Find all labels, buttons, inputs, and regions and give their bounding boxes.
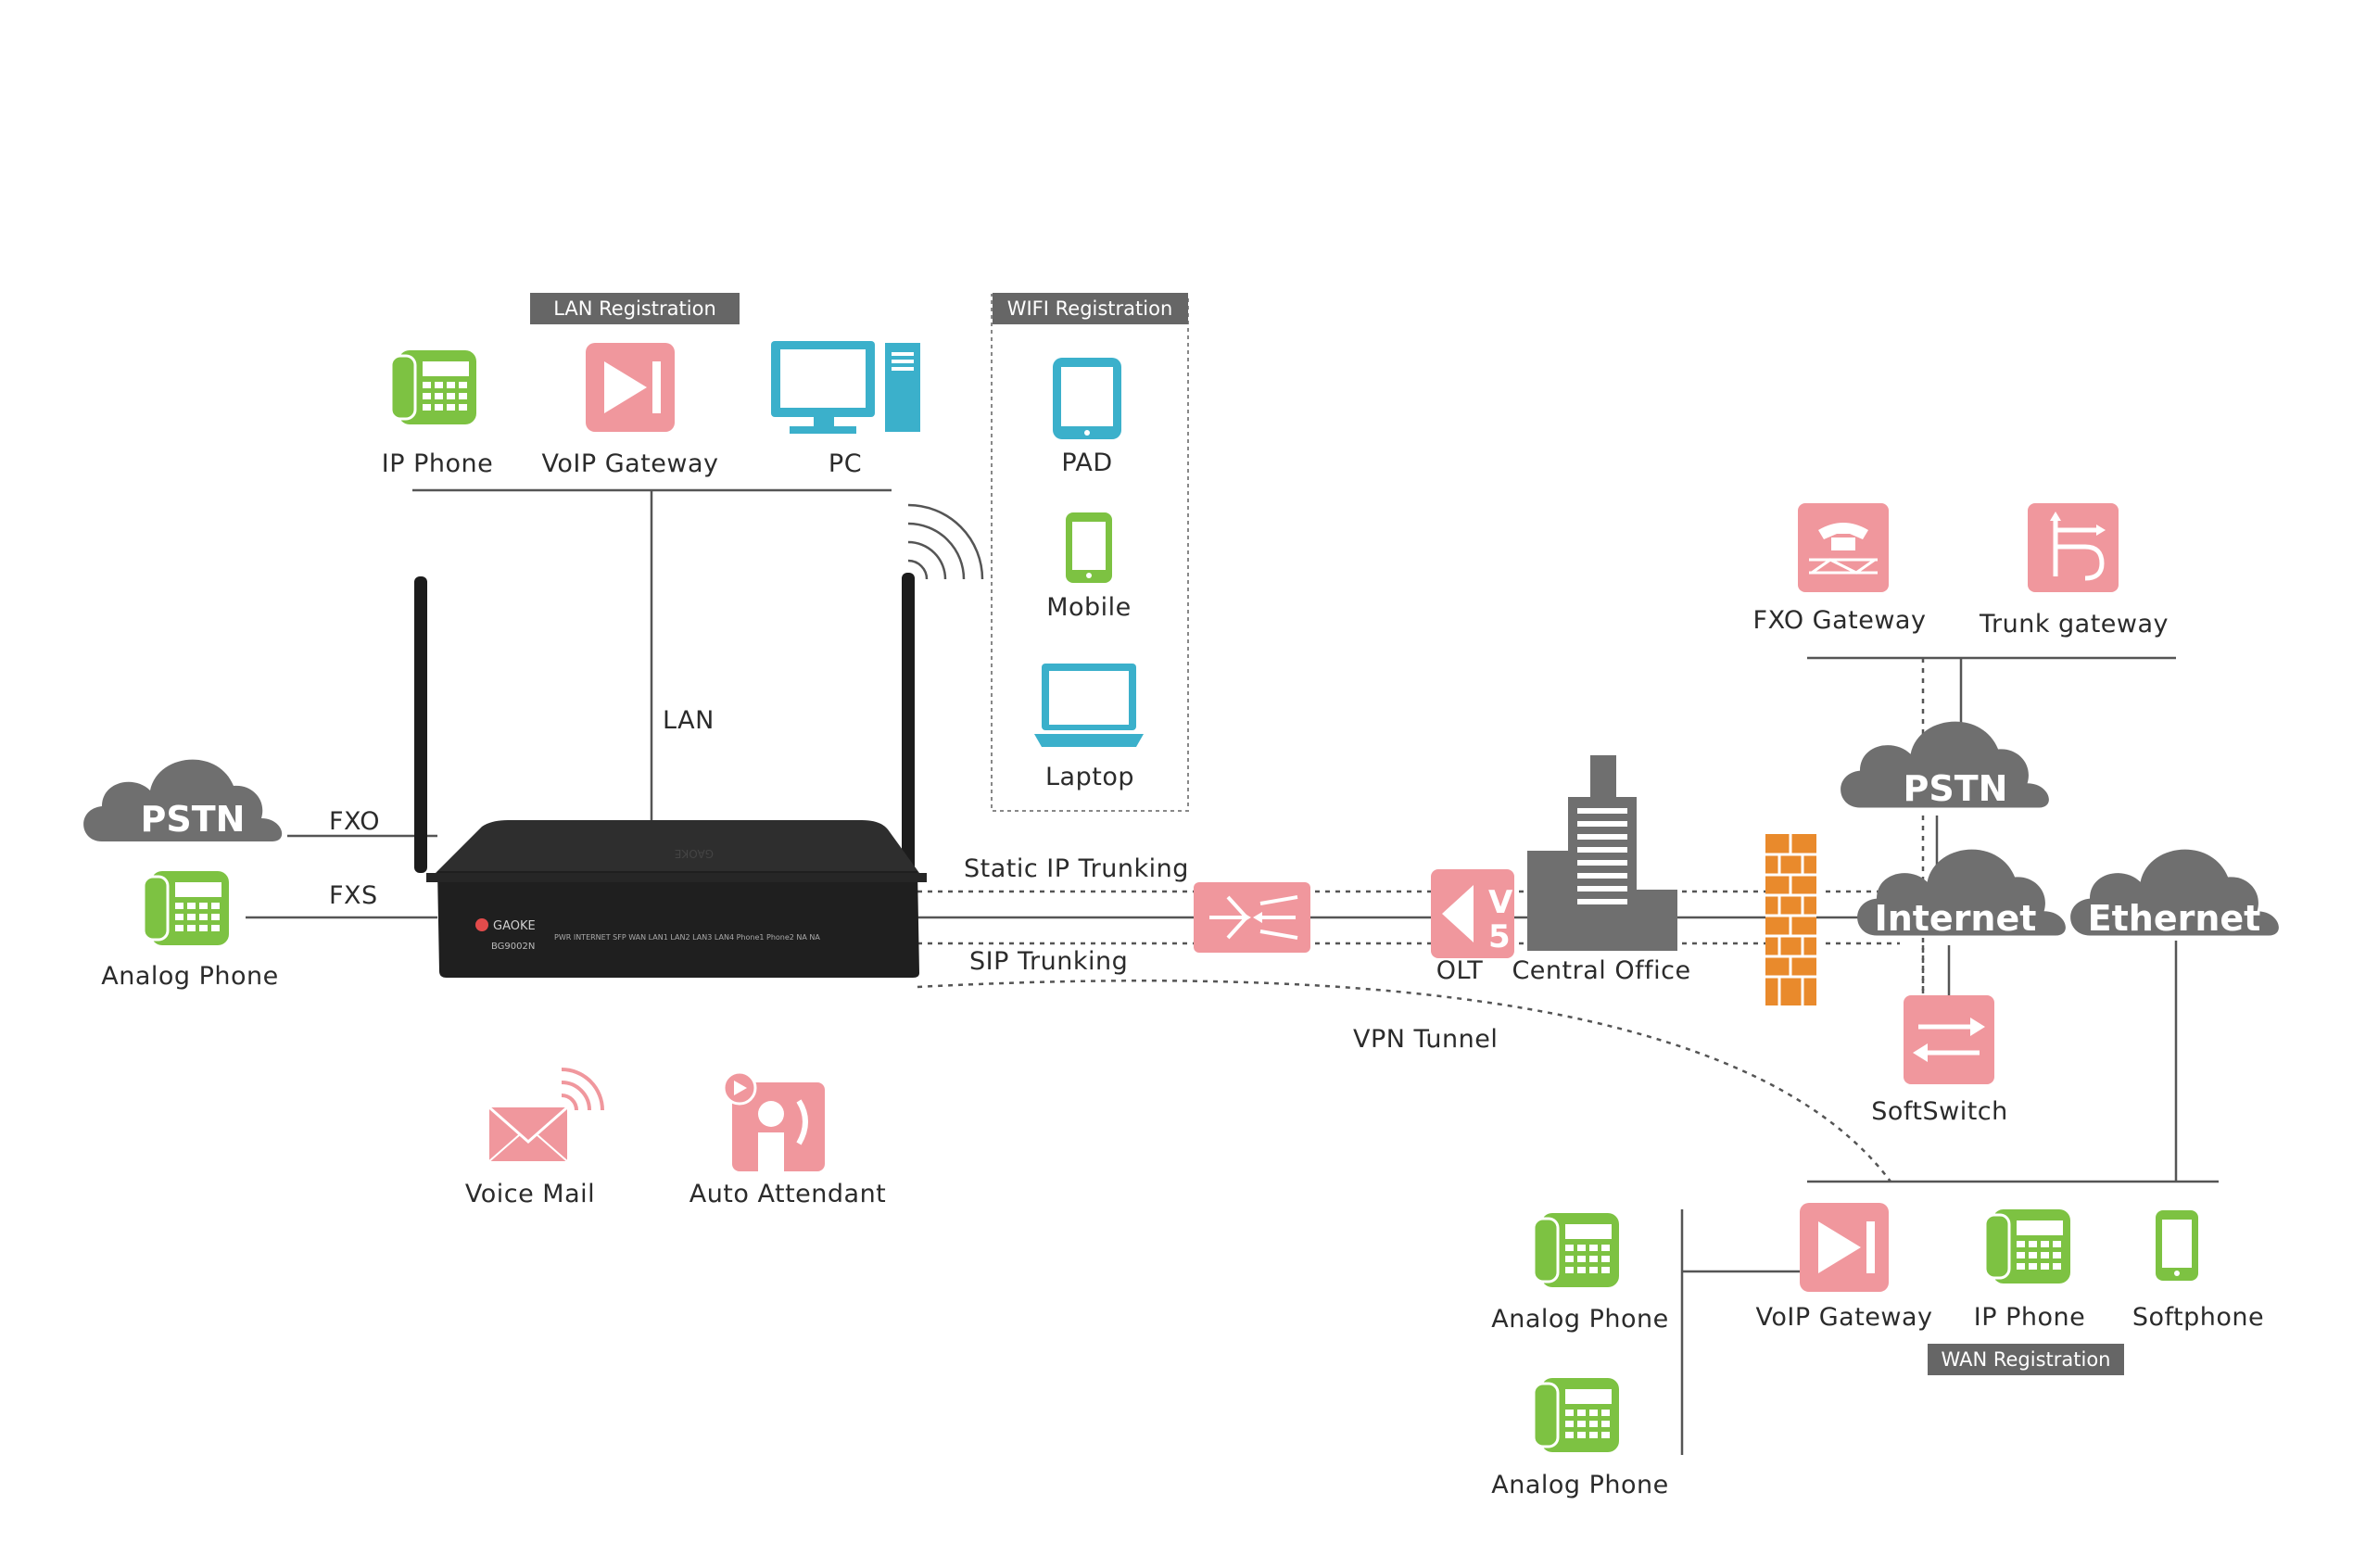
connection-lines (246, 294, 2219, 1455)
voip-gateway-icon (1800, 1203, 1889, 1292)
olt: V 5 OLT (1431, 869, 1514, 985)
svg-text:Analog Phone: Analog Phone (1491, 1471, 1669, 1499)
trunk-gateway: Trunk gateway (1979, 503, 2169, 639)
svg-text:Central Office: Central Office (1512, 956, 1690, 985)
voice-mail: Voice Mail (465, 1068, 604, 1208)
pad: PAD (1053, 358, 1121, 477)
auto-attendant: Auto Attendant (689, 1070, 887, 1208)
svg-text:WIFI Registration: WIFI Registration (1007, 297, 1173, 320)
smartphone-icon (2156, 1210, 2198, 1281)
tablet-icon (1053, 358, 1121, 439)
svg-text:Softphone: Softphone (2132, 1303, 2264, 1332)
svg-text:PAD: PAD (1061, 449, 1112, 477)
static-ip-trunking-label: Static IP Trunking (964, 854, 1189, 883)
svg-text:Analog Phone: Analog Phone (101, 962, 279, 991)
svg-text:Auto Attendant: Auto Attendant (689, 1180, 887, 1208)
svg-text:Voice Mail: Voice Mail (465, 1180, 595, 1208)
desk-phone-icon (389, 348, 478, 426)
svg-text:VPN Tunnel: VPN Tunnel (1353, 1025, 1498, 1054)
voip-gateway-br: VoIP Gateway (1756, 1203, 1933, 1332)
pc-icon (771, 341, 920, 434)
svg-text:IP Phone: IP Phone (1974, 1303, 2085, 1332)
softswitch-icon (1904, 995, 1994, 1084)
analog-phone-left: Analog Phone (101, 869, 279, 991)
svg-text:FXO: FXO (329, 807, 380, 836)
svg-text:WAN Registration: WAN Registration (1941, 1348, 2110, 1371)
laptop: Laptop (1034, 664, 1144, 791)
voip-gateway-top: VoIP Gateway (542, 343, 719, 478)
svg-text:OLT: OLT (1436, 956, 1484, 985)
pc: PC (771, 341, 920, 478)
svg-text:FXO Gateway: FXO Gateway (1753, 606, 1927, 635)
svg-text:SoftSwitch: SoftSwitch (1871, 1097, 2008, 1126)
antenna-right-icon (902, 573, 915, 879)
wifi-registration-tag: WIFI Registration (993, 293, 1188, 324)
desk-phone-icon (1532, 1376, 1621, 1454)
svg-text:5: 5 (1488, 918, 1511, 955)
desk-phone-icon (142, 869, 231, 947)
svg-text:PSTN: PSTN (1904, 768, 2008, 809)
svg-text:SIP Trunking: SIP Trunking (969, 947, 1128, 976)
svg-text:PC: PC (829, 449, 862, 478)
mobile-icon (1066, 512, 1112, 583)
trunk-gateway-icon (2028, 503, 2119, 592)
svg-text:Static IP Trunking: Static IP Trunking (964, 854, 1189, 883)
desk-phone-icon (1983, 1208, 2072, 1285)
svg-text:GAOKE: GAOKE (675, 847, 714, 860)
ethernet-cloud: Ethernet (2070, 849, 2279, 939)
antenna-left-icon (414, 576, 427, 873)
svg-text:PSTN: PSTN (141, 799, 246, 840)
svg-text:Laptop: Laptop (1045, 763, 1134, 791)
lan-label: LAN (663, 706, 715, 735)
svg-text:Internet: Internet (1875, 898, 2037, 939)
svg-text:VoIP Gateway: VoIP Gateway (542, 449, 719, 478)
ip-phone-top: IP Phone (382, 348, 493, 478)
fxo-label: FXO (329, 807, 380, 836)
desk-phone-icon (1532, 1211, 1621, 1289)
voip-gateway-icon (586, 343, 675, 432)
fxo-gateway: FXO Gateway (1753, 503, 1927, 635)
router-switch-icon (1194, 882, 1310, 953)
wifi-signal-icon (906, 503, 984, 581)
svg-text:Trunk gateway: Trunk gateway (1979, 610, 2169, 639)
auto-attendant-icon (722, 1070, 825, 1171)
envelope-icon (488, 1068, 604, 1162)
ip-phone-br: IP Phone (1974, 1208, 2085, 1332)
pstn-cloud-left: PSTN (83, 759, 283, 841)
mobile: Mobile (1046, 512, 1132, 622)
svg-text:V: V (1488, 884, 1513, 921)
softswitch: SoftSwitch (1871, 995, 2008, 1126)
firewall-icon (1765, 834, 1816, 1005)
laptop-icon (1034, 664, 1144, 747)
svg-text:Analog Phone: Analog Phone (1491, 1305, 1669, 1334)
svg-text:Ethernet: Ethernet (2088, 898, 2261, 939)
svg-text:IP Phone: IP Phone (382, 449, 493, 478)
svg-text:FXS: FXS (329, 881, 378, 910)
central-office: Central Office (1512, 755, 1690, 985)
svg-text:GAOKE: GAOKE (493, 919, 536, 933)
fxs-label: FXS (329, 881, 378, 910)
internet-cloud: Internet (1857, 849, 2066, 939)
lan-registration-tag: LAN Registration (530, 293, 740, 324)
svg-text:Mobile: Mobile (1046, 593, 1132, 622)
svg-text:PWR INTERNET SFP WAN LAN1 LAN2: PWR INTERNET SFP WAN LAN1 LAN2 LAN3 LAN4… (554, 933, 820, 942)
analog-phone-br1: Analog Phone (1491, 1211, 1669, 1334)
analog-phone-br2: Analog Phone (1491, 1376, 1669, 1499)
pstn-cloud-right: PSTN (1841, 721, 2049, 809)
svg-text:VoIP Gateway: VoIP Gateway (1756, 1303, 1933, 1332)
fxo-gateway-icon (1798, 503, 1889, 592)
sip-trunking-label: SIP Trunking (969, 947, 1128, 976)
building-icon (1527, 755, 1677, 951)
svg-text:LAN: LAN (663, 706, 715, 735)
router: GAOKE BG9002N PWR INTERNET SFP WAN LAN1 … (414, 573, 927, 978)
svg-text:LAN Registration: LAN Registration (553, 297, 716, 320)
svg-text:BG9002N: BG9002N (491, 942, 535, 952)
olt-icon: V 5 (1431, 869, 1514, 958)
vpn-tunnel-label: VPN Tunnel (1353, 1025, 1498, 1054)
softphone: Softphone (2132, 1210, 2264, 1332)
wan-registration-tag: WAN Registration (1928, 1344, 2124, 1375)
